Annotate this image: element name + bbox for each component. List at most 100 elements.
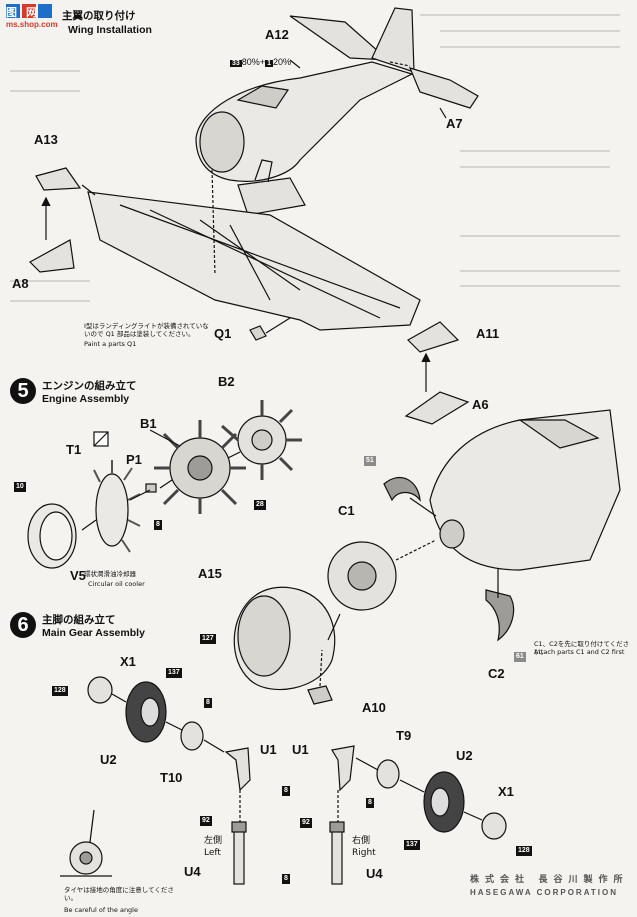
brand-jp: 株式会社 長谷川製作所 — [470, 874, 629, 884]
cockpit-interior-part — [237, 177, 306, 216]
main-wing — [87, 191, 421, 331]
wingtip-part-a13 — [35, 167, 82, 191]
bg-text-line — [420, 14, 620, 16]
canopy-frame — [518, 419, 600, 449]
bg-text-line — [460, 150, 610, 152]
label-p1: P1 — [126, 452, 142, 467]
wingtip-part-a8 — [29, 239, 75, 273]
part-c1 — [383, 477, 421, 502]
step-6-badge: 6 — [10, 612, 36, 638]
label-t1: T1 — [66, 442, 82, 457]
label-a6: A6 — [472, 397, 489, 412]
bg-text-line — [10, 300, 90, 302]
label-u4-right: U4 — [366, 866, 383, 881]
bg-text-line — [10, 70, 80, 72]
label-a12: A12 — [265, 27, 289, 42]
label-a10: A10 — [362, 700, 386, 715]
bg-text-line — [460, 270, 620, 272]
step5-title-jp: エンジンの組み立て — [42, 380, 137, 392]
label-b2: B2 — [218, 374, 235, 389]
horizontal-stabilizer-left — [289, 15, 390, 61]
logo-title: 图 网 — [6, 7, 41, 19]
label-t10: T10 — [160, 770, 183, 785]
label-t9: T9 — [396, 728, 412, 743]
bg-text-line — [10, 280, 90, 282]
part-a10 — [307, 685, 333, 705]
color-code-92-right: 92 — [300, 818, 312, 828]
strut-u1-right — [331, 745, 355, 792]
label-a8: A8 — [12, 276, 29, 291]
label-a7: A7 — [446, 116, 463, 131]
note-left-en: Left — [204, 848, 221, 858]
label-b1: B1 — [140, 416, 157, 431]
label-u2-left: U2 — [100, 752, 117, 767]
paint-code-33: 33 — [230, 60, 242, 67]
color-code-61: 61 — [514, 652, 526, 662]
bg-text-line — [10, 90, 80, 92]
hub-x1-right — [481, 812, 507, 840]
color-code-10: 10 — [14, 482, 26, 492]
color-code-51: 51 — [364, 456, 376, 466]
label-a13: A13 — [34, 132, 58, 147]
bg-text-line — [440, 46, 620, 48]
note-angle-en: Be careful of the angle — [64, 906, 138, 914]
step6-title-en: Main Gear Assembly — [42, 627, 145, 639]
brand-en: HASEGAWA CORPORATION — [470, 888, 619, 897]
bg-text-line — [440, 30, 620, 32]
label-u1-right: U1 — [292, 742, 309, 757]
note-right-jp: 右側 — [352, 836, 371, 846]
label-x1-right: X1 — [498, 784, 514, 799]
note-angle-jp: タイヤは接地の角度に注意してください。 — [64, 886, 174, 902]
label-c1: C1 — [338, 503, 355, 518]
label-u4-left: U4 — [184, 864, 201, 879]
wingtip-part-a11 — [407, 321, 460, 353]
color-code-127: 127 — [200, 634, 216, 644]
vertical-fin — [371, 7, 415, 73]
note-v5-jp: 環状潤滑油冷却器 — [84, 570, 136, 578]
wingtip-part-a6 — [404, 391, 470, 425]
note-right-en: Right — [352, 848, 376, 858]
step-5-badge: 5 — [10, 378, 36, 404]
bg-text-line — [460, 235, 620, 237]
color-code-128-left: 128 — [52, 686, 68, 696]
label-a11: A11 — [476, 326, 500, 341]
part-q1 — [249, 325, 267, 341]
color-code-137-right: 137 — [404, 840, 420, 850]
color-code-92-left: 92 — [200, 816, 212, 826]
engine-cowl-opening — [199, 111, 245, 173]
step4-title-en: Wing Installation — [68, 24, 152, 36]
part-p1 — [145, 483, 157, 493]
label-v5: V5 — [70, 568, 86, 583]
hub-t10 — [180, 721, 204, 751]
bg-text-line — [460, 166, 610, 168]
color-code-8-u1: 8 — [282, 786, 290, 796]
note-left-jp: 左側 — [204, 836, 223, 846]
logo-domain: ms.shop.com — [6, 20, 58, 29]
step6-title-jp: 主脚の組み立て — [42, 614, 116, 626]
fuselage — [195, 61, 414, 182]
label-a15: A15 — [198, 566, 222, 581]
engine-b2 — [237, 415, 287, 465]
label-q1: Q1 — [214, 326, 232, 341]
watermark-logo: 图 网 ms.shop.com — [4, 2, 64, 32]
hub-x1-left — [87, 676, 113, 704]
note-v5-en: Circular oil cooler — [88, 580, 145, 588]
horizontal-stabilizer-right — [408, 67, 479, 109]
strut-u1-left — [224, 747, 251, 792]
color-code-128-right: 128 — [516, 846, 532, 856]
note-q1-en: Paint a parts Q1 — [84, 340, 137, 348]
oil-cooler-v5 — [95, 473, 129, 547]
note-c1c2-jp: C1、C2を先に取り付けてください。 — [534, 640, 630, 656]
paint-code-1: 1 — [265, 60, 273, 67]
note-q1-jp: Ⅰ型はランディングライトが装備されていないので Q1 部品は塗装してください。 — [84, 322, 209, 338]
note-c1c2-en: Attach parts C1 and C2 first — [534, 648, 625, 656]
bg-text-line — [460, 285, 620, 287]
label-u1-left: U1 — [260, 742, 277, 757]
step4-title-jp: 主翼の取り付け — [62, 10, 136, 22]
color-code-8: 8 — [154, 520, 162, 530]
label-x1-left: X1 — [120, 654, 136, 669]
hub-t9 — [376, 759, 400, 789]
color-code-8-u4: 8 — [282, 874, 290, 884]
